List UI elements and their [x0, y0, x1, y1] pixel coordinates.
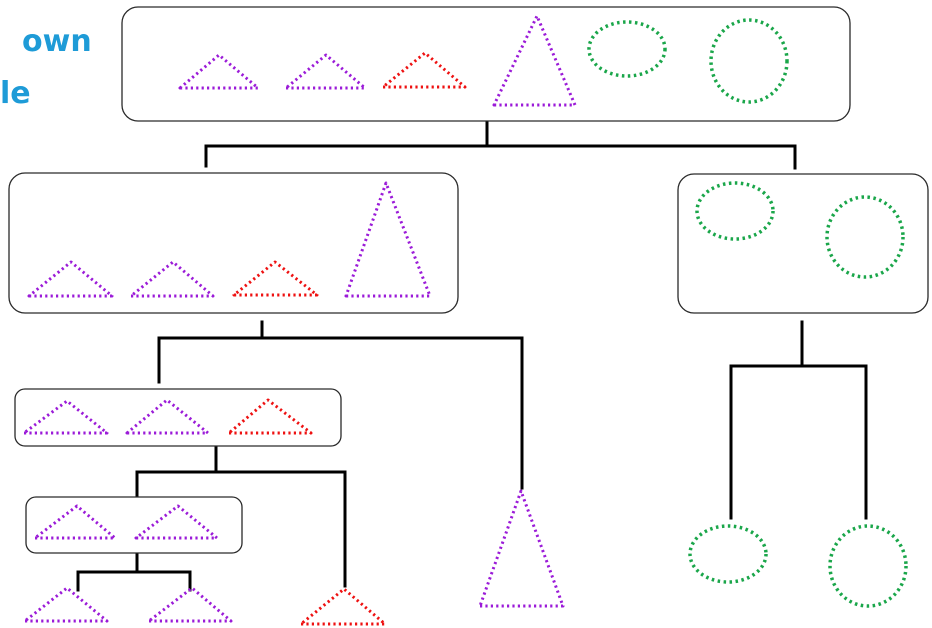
purple-tall-triangle [344, 181, 432, 298]
level2-node [14, 388, 342, 447]
left-level1-node [8, 172, 459, 314]
purple-tall-triangle [492, 14, 577, 107]
tree-edges [76, 120, 868, 592]
level3-node [25, 496, 243, 554]
red-leaf-triangle [299, 587, 387, 626]
title-line-2: le [0, 76, 31, 111]
title-line-1: own [22, 24, 92, 59]
purple-small-triangle [22, 399, 109, 435]
right-level1-node [677, 173, 929, 314]
purple-leaf-triangle [23, 586, 109, 623]
purple-small-triangle [129, 260, 215, 298]
green-circle [587, 20, 667, 78]
leaf-nodes [23, 489, 908, 626]
purple-small-triangle [284, 53, 367, 90]
red-small-triangle [381, 51, 467, 89]
purple-small-triangle [134, 504, 219, 540]
green-circle [709, 18, 789, 104]
green-leaf-circle [688, 524, 768, 584]
green-leaf-circle [828, 524, 908, 608]
purple-small-triangle [33, 504, 117, 540]
purple-tall-leaf-triangle [478, 489, 565, 608]
red-small-triangle [232, 260, 319, 297]
purple-small-triangle [178, 53, 260, 90]
cropped-title: own le [0, 16, 92, 120]
green-circle [825, 195, 905, 279]
purple-leaf-triangle [147, 586, 233, 623]
root-node [121, 6, 851, 122]
purple-small-triangle [27, 260, 114, 298]
green-circle [695, 181, 775, 241]
red-small-triangle [227, 398, 313, 435]
